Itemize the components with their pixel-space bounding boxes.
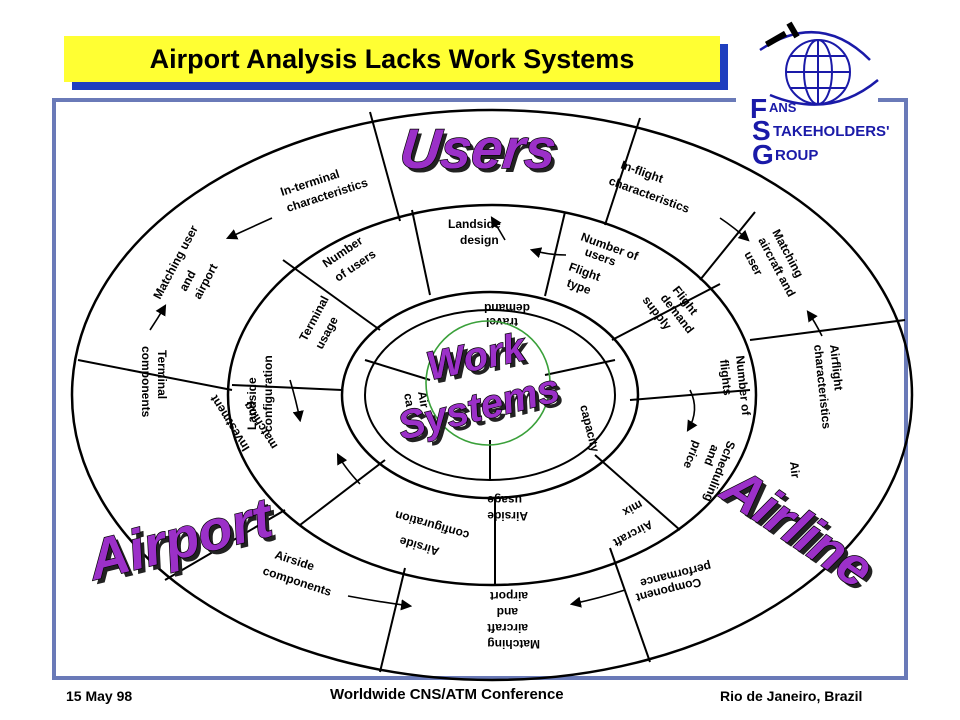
logo-letters-ans: ANS <box>769 100 797 115</box>
middle-ring <box>226 203 758 587</box>
label-landside-design-2: design <box>460 233 499 247</box>
logo-letter-g: G <box>752 139 774 170</box>
footer-date: 15 May 98 <box>66 688 133 704</box>
work-systems-circle <box>425 320 551 446</box>
logo-line2: TAKEHOLDERS' <box>773 123 890 140</box>
label-landside-config: Landside <box>245 377 259 430</box>
footer-location: Rio de Janeiro, Brazil <box>720 688 863 704</box>
users-word: Users <box>397 117 559 180</box>
airport-word: Airport <box>80 485 281 592</box>
label-airside-usage: Airside <box>487 509 528 523</box>
users-word-shadow: Users <box>401 121 563 184</box>
frame-right <box>904 98 908 680</box>
label-matching-aircraft-airport-2: aircraft <box>487 621 528 635</box>
label-landside-config-2: configuration <box>261 355 275 432</box>
outer-ring <box>70 108 914 682</box>
label-airport-capacity-2: ca <box>401 392 417 408</box>
label-matching-aircraft-airport-3: and <box>497 605 518 619</box>
label-aircraft-mix-2: mix <box>620 497 645 519</box>
flow-arrows <box>149 216 823 611</box>
frame-left <box>52 98 56 680</box>
label-aircraft-mix: Aircraft <box>611 517 655 549</box>
label-terminal-components-2: components <box>139 346 153 418</box>
label-number-flights-2: flights <box>717 359 735 397</box>
globe-icon <box>759 31 879 106</box>
label-airside-components-2: components <box>261 564 333 599</box>
inner-dividers <box>364 359 616 480</box>
label-landside-design: Landside <box>448 217 501 231</box>
label-matching-aircraft-airport: Matching <box>487 637 540 651</box>
fans-logo: F ANS S TAKEHOLDERS' G ROUP <box>750 21 890 170</box>
frame-bottom <box>52 676 908 680</box>
frame-top-left <box>52 98 736 102</box>
inner-ring-outer <box>340 290 640 500</box>
logo-letter-f: F <box>750 93 767 124</box>
label-number-flights: Number of <box>733 355 753 417</box>
label-airflight: Airflight <box>827 344 846 391</box>
label-capacity: capacity <box>577 403 602 453</box>
logo-letter-s: S <box>752 115 771 146</box>
middle-dividers <box>231 209 751 585</box>
label-air-partial: Air <box>787 461 803 479</box>
label-terminal-components: Terminal <box>155 350 169 399</box>
label-travel-demand-2: demand <box>484 301 530 315</box>
label-airside-config: Airside <box>398 534 441 559</box>
label-airside-usage-2: usage <box>487 493 522 507</box>
slide-title: Airport Analysis Lacks Work Systems <box>64 36 720 82</box>
outer-dividers <box>77 111 906 673</box>
footer-conference: Worldwide CNS/ATM Conference <box>330 686 564 703</box>
satellite-icon <box>764 21 800 48</box>
label-scheduling-3: price <box>680 439 704 471</box>
label-matching-aircraft-airport-4: airport <box>490 589 528 603</box>
logo-line3: ROUP <box>775 147 818 164</box>
frame-top-right <box>878 98 908 102</box>
